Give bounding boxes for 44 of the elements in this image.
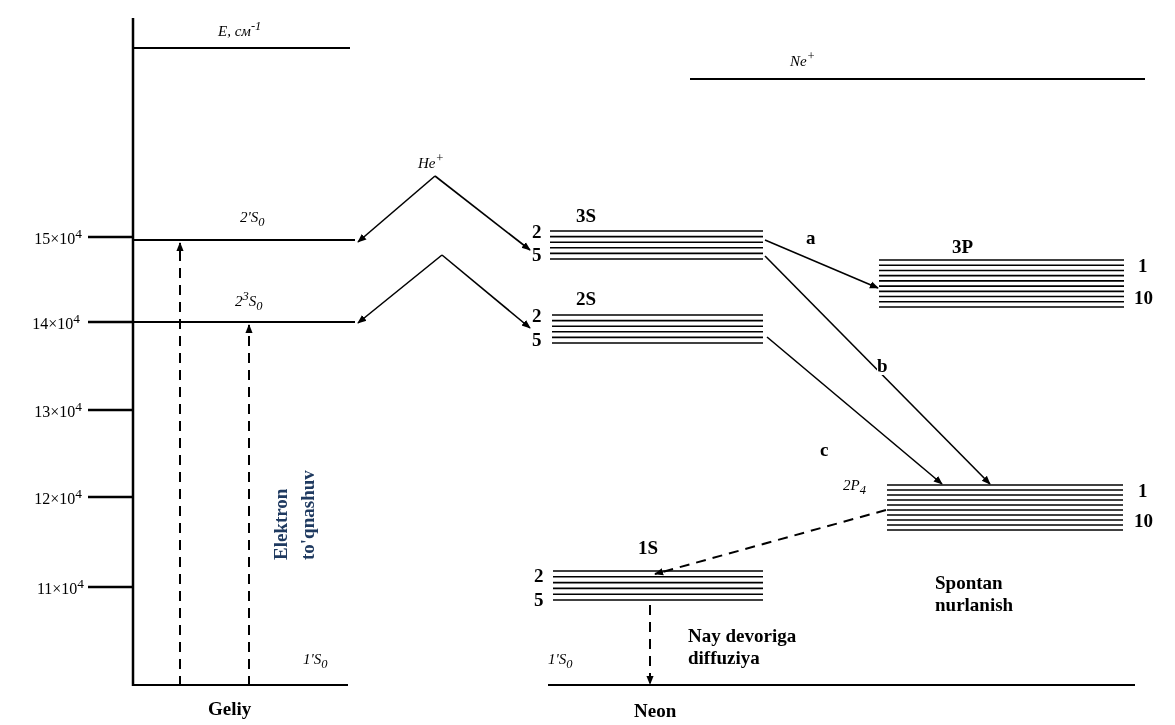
level-label: 1S (638, 538, 659, 557)
arrow (764, 239, 879, 289)
process-note: Elektron to'qnashuv (269, 469, 319, 560)
process-note: Nay devoriga diffuziya (688, 625, 798, 669)
dashed-arrow (176, 242, 184, 687)
arrow (357, 175, 436, 243)
level-label: Ne$^{+}$ (790, 50, 816, 69)
sublevel-number: 5 (534, 590, 544, 609)
level-label: 3S (576, 206, 597, 225)
sublevel-number: 1 (1138, 481, 1148, 500)
sublevel-number: 2 (534, 566, 544, 585)
sublevel-number: 5 (532, 330, 542, 349)
level-label: 3P (952, 237, 974, 256)
sublevel-number: 10 (1134, 288, 1153, 307)
arrow (441, 254, 531, 329)
level-label: E, см$^{-1}$ (218, 20, 262, 39)
level-label: 1'S$_{0}$ (303, 652, 328, 671)
arrow (766, 336, 943, 485)
tick-label: 12×10$^{4}$ (33, 486, 82, 509)
dashed-arrow (245, 324, 253, 687)
level-label: 2P$_{4}$ (843, 478, 866, 497)
level-label: 2'S$_{0}$ (240, 210, 265, 229)
tick-label: 13×10$^{4}$ (33, 399, 82, 422)
element-name: Geliy (208, 698, 252, 720)
arrow (357, 254, 443, 324)
dashed-arrow (646, 604, 654, 685)
sublevel-number: 2 (532, 222, 542, 241)
sublevel-number: 5 (532, 245, 542, 264)
arrow (764, 255, 991, 485)
level-label: He$^{+}$ (418, 152, 444, 171)
sublevel-number: 1 (1138, 256, 1148, 275)
tick-label: 15×10$^{4}$ (33, 226, 82, 249)
tick-label: 11×10$^{4}$ (35, 576, 84, 599)
level-label: 2S (576, 289, 597, 308)
tick-label: 14×10$^{4}$ (31, 311, 80, 334)
element-name: Neon (634, 700, 677, 722)
arrow (434, 175, 531, 251)
sublevel-number: 2 (532, 306, 542, 325)
edge-label: b (877, 356, 888, 375)
sublevel-number: 10 (1134, 511, 1153, 530)
dashed-arrow (654, 509, 887, 576)
process-note: Spontan nurlanish (935, 572, 1015, 616)
level-label: 1'S$_{0}$ (548, 652, 573, 671)
level-label: 2$^{3}$S$_{0}$ (235, 290, 263, 313)
